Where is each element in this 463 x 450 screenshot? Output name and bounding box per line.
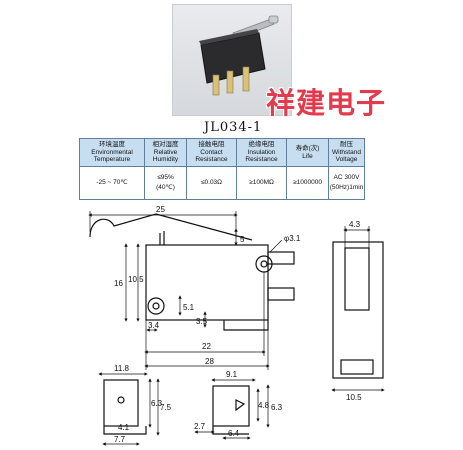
value-life: ≥1000000 [286,166,329,200]
dim-side-top: 4.3 [349,220,361,229]
header-withstand-voltage: 耐压 Withstand Voltage [328,138,365,167]
header-life: 寿命(次) Life [286,138,329,167]
dim-t1-bot: 7.7 [114,435,126,444]
header-temperature: 环境温度 Environmental Temperature [79,138,145,167]
dim-t2-h1: 4.8 [258,401,270,410]
dim-h3: 5.1 [183,303,195,312]
dim-pin-h: 3.5 [196,317,208,326]
value-contact-resistance: ≤0.03Ω [186,166,237,200]
front-view-drawing [89,213,295,331]
header-humidity: 相对湿度 Relative Humidity [144,138,187,167]
dim-t1-h2: 7.5 [160,403,172,412]
dim-height: 16 [114,279,123,288]
value-temperature: -25 ~ 70℃ [79,166,145,200]
terminal-detail-1 [103,379,147,435]
table-row: -25 ~ 70℃ ≤95% (40℃) ≤0.03Ω ≥100MΩ ≥1000… [79,166,365,200]
dimension-drawings: 25 5 φ3.1 16 10.5 5.1 3.4 3.5 22 28 4.3 … [88,205,385,446]
value-humidity: ≤95% (40℃) [144,166,187,200]
model-number: JL034-1 [204,120,263,135]
dim-t1-mid: 4.1 [118,423,130,432]
header-contact-resistance: 接触电阻 Contact Resistance [186,138,237,167]
header-insulation-resistance: 绝缘电阻 Insulation Resistance [236,138,287,167]
brand-watermark: 祥建电子 [266,86,387,120]
dim-side-w: 10.5 [346,393,362,402]
table-header-row: 环境温度 Environmental Temperature 相对湿度 Rela… [79,138,365,167]
dim-t1-top: 11.8 [114,364,130,373]
dim-w28: 28 [205,357,214,366]
dim-hole: φ3.1 [284,234,301,243]
dim-t1-h1: 6.3 [151,399,163,408]
side-view-dimensions [331,226,385,392]
side-view-drawing [332,241,384,379]
dim-offset: 5 [240,235,245,244]
value-withstand-voltage: AC 300V (50Hz)1min [328,166,365,200]
dim-w22: 22 [202,342,211,351]
specifications-table: 环境温度 Environmental Temperature 相对湿度 Rela… [79,138,365,200]
front-view-dimensions [88,211,283,370]
terminal-detail-1-dimensions [98,372,160,446]
terminal-detail-2-dimensions [194,378,270,440]
product-photo [172,4,292,116]
dim-h2: 10.5 [128,275,144,284]
value-insulation-resistance: ≥100MΩ [236,166,287,200]
dim-pin-offset: 3.4 [148,321,160,330]
terminal-detail-2 [212,385,250,435]
dim-t2-top: 9.1 [226,370,238,379]
dim-t2-h2: 6.3 [271,403,283,412]
micro-switch-image [199,15,279,96]
dim-t2-left: 2.7 [194,422,206,431]
dim-t2-bot: 6.4 [228,429,240,438]
dim-length: 25 [156,205,165,214]
